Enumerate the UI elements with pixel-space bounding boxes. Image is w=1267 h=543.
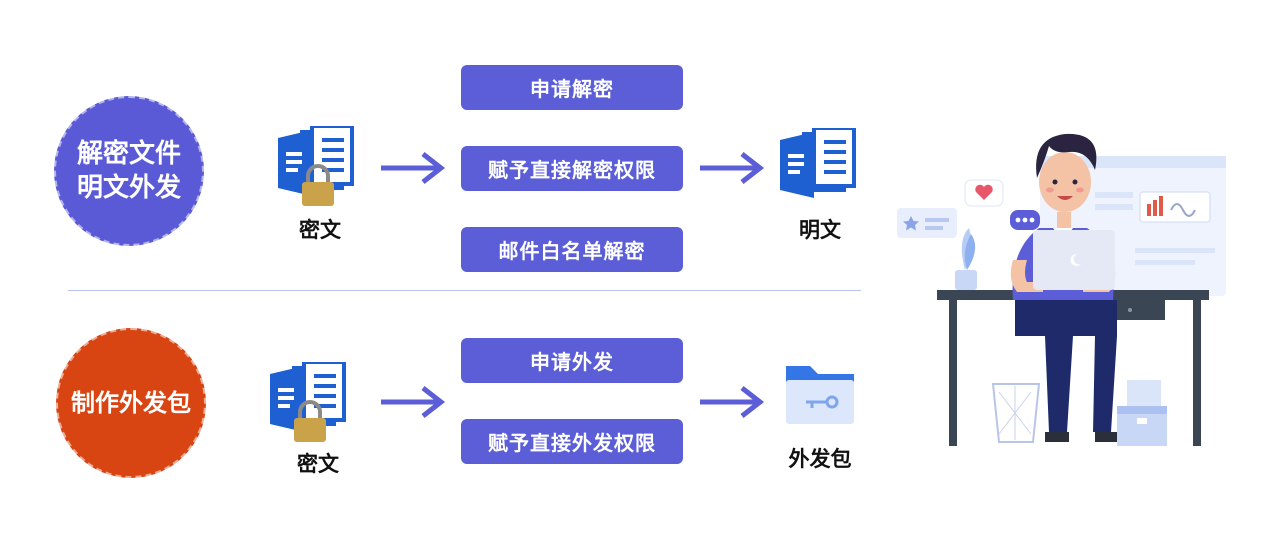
section-divider xyxy=(68,290,861,291)
step-label: 申请解密 xyxy=(530,77,614,101)
folder-key-icon xyxy=(786,366,854,424)
locked-document-icon xyxy=(278,126,354,206)
arrow-right-icon xyxy=(700,152,765,184)
laptop xyxy=(1033,230,1115,290)
step-grant-decrypt: 赋予直接解密权限 xyxy=(461,146,683,191)
decrypt-file-circle: 解密文件 明文外发 xyxy=(54,96,204,246)
locked-document-icon xyxy=(270,362,346,442)
person-at-laptop-illustration xyxy=(897,133,1226,446)
person-head xyxy=(1039,152,1091,212)
circle-line: 解密文件 xyxy=(76,139,181,169)
document-icon xyxy=(780,128,856,198)
arrow-right-icon xyxy=(381,386,446,418)
star-card xyxy=(897,208,957,238)
circle-line: 明文外发 xyxy=(76,173,181,203)
ciphertext-label: 密文 xyxy=(299,218,341,242)
step-label: 申请外发 xyxy=(530,350,614,374)
step-grant-send: 赋予直接外发权限 xyxy=(461,419,683,464)
ciphertext-label: 密文 xyxy=(297,452,339,476)
step-label: 邮件白名单解密 xyxy=(498,239,646,263)
step-whitelist-decrypt: 邮件白名单解密 xyxy=(461,227,683,272)
step-label: 赋予直接解密权限 xyxy=(488,158,656,182)
make-package-circle: 制作外发包 xyxy=(56,328,206,478)
arrow-right-icon xyxy=(700,386,765,418)
plaintext-label: 明文 xyxy=(799,218,841,242)
package-label: 外发包 xyxy=(788,447,852,471)
step-label: 赋予直接外发权限 xyxy=(488,431,656,455)
step-apply-send: 申请外发 xyxy=(461,338,683,383)
arrow-right-icon xyxy=(381,152,446,184)
step-apply-decrypt: 申请解密 xyxy=(461,65,683,110)
circle-line: 制作外发包 xyxy=(71,389,191,417)
trash-bin xyxy=(991,383,1041,443)
